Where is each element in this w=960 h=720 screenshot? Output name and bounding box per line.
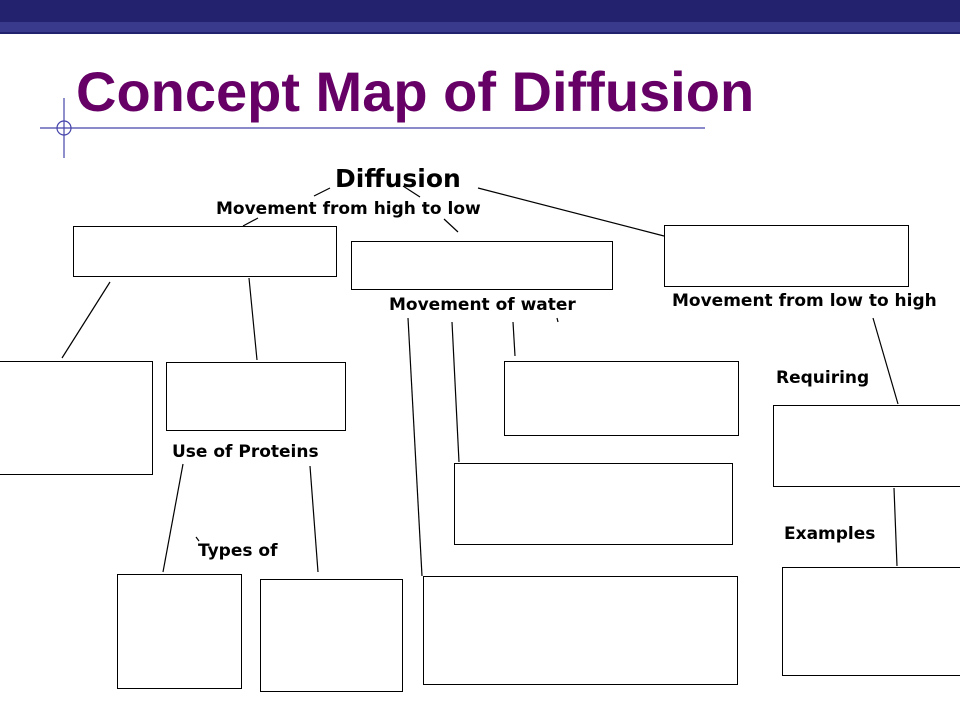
blank-box-type-2 bbox=[260, 579, 403, 692]
connector-requiring-to-examples-box bbox=[893, 487, 898, 567]
link-label-proteins: Use of Proteins bbox=[172, 442, 319, 462]
blank-box-examples bbox=[782, 567, 960, 676]
connector-types-tick bbox=[195, 536, 200, 542]
top-banner-stripe bbox=[0, 22, 960, 32]
connector-box1-to-left-box bbox=[61, 281, 111, 359]
concept-root-diffusion: Diffusion bbox=[335, 164, 461, 193]
connector-root-to-low-to-high bbox=[477, 187, 665, 237]
connector-root-to-high-to-low bbox=[313, 187, 331, 197]
connector-water-to-bottom-box bbox=[407, 317, 423, 577]
link-label-high-to-low: Movement from high to low bbox=[216, 199, 481, 219]
link-label-requiring: Requiring bbox=[776, 368, 870, 388]
blank-box-water-3 bbox=[423, 576, 738, 685]
link-label-water: Movement of water bbox=[389, 295, 576, 315]
blank-box-water bbox=[351, 241, 613, 290]
blank-box-requiring bbox=[773, 405, 960, 487]
blank-box-water-1 bbox=[504, 361, 739, 436]
connector-high-to-low-to-box1 bbox=[242, 217, 259, 227]
connector-water-to-middle-box bbox=[451, 321, 460, 463]
connector-water-to-upper-box bbox=[512, 321, 516, 357]
connector-root-to-water bbox=[402, 185, 421, 198]
connector-low-to-high-to-requiring-box bbox=[872, 317, 899, 405]
top-banner bbox=[0, 0, 960, 34]
connector-water-tick bbox=[556, 317, 559, 323]
connector-proteins-to-type-box1 bbox=[162, 463, 184, 573]
link-label-types: Types of bbox=[198, 541, 278, 561]
blank-box-water-2 bbox=[454, 463, 733, 545]
link-label-low-to-high: Movement from low to high bbox=[672, 291, 937, 311]
slide-title: Concept Map of Diffusion bbox=[76, 60, 755, 123]
blank-box-type-1 bbox=[117, 574, 242, 689]
connector-proteins-to-type-box2 bbox=[309, 465, 319, 573]
blank-box-proteins bbox=[166, 362, 346, 431]
connector-box1-to-center-box bbox=[248, 277, 258, 361]
crosshair-circle-icon bbox=[56, 120, 72, 136]
blank-box-low-to-high bbox=[664, 225, 909, 287]
blank-box-left bbox=[0, 361, 153, 475]
blank-box-high-to-low bbox=[73, 226, 337, 277]
link-label-examples: Examples bbox=[784, 524, 876, 544]
connector-water-to-box bbox=[443, 218, 459, 233]
